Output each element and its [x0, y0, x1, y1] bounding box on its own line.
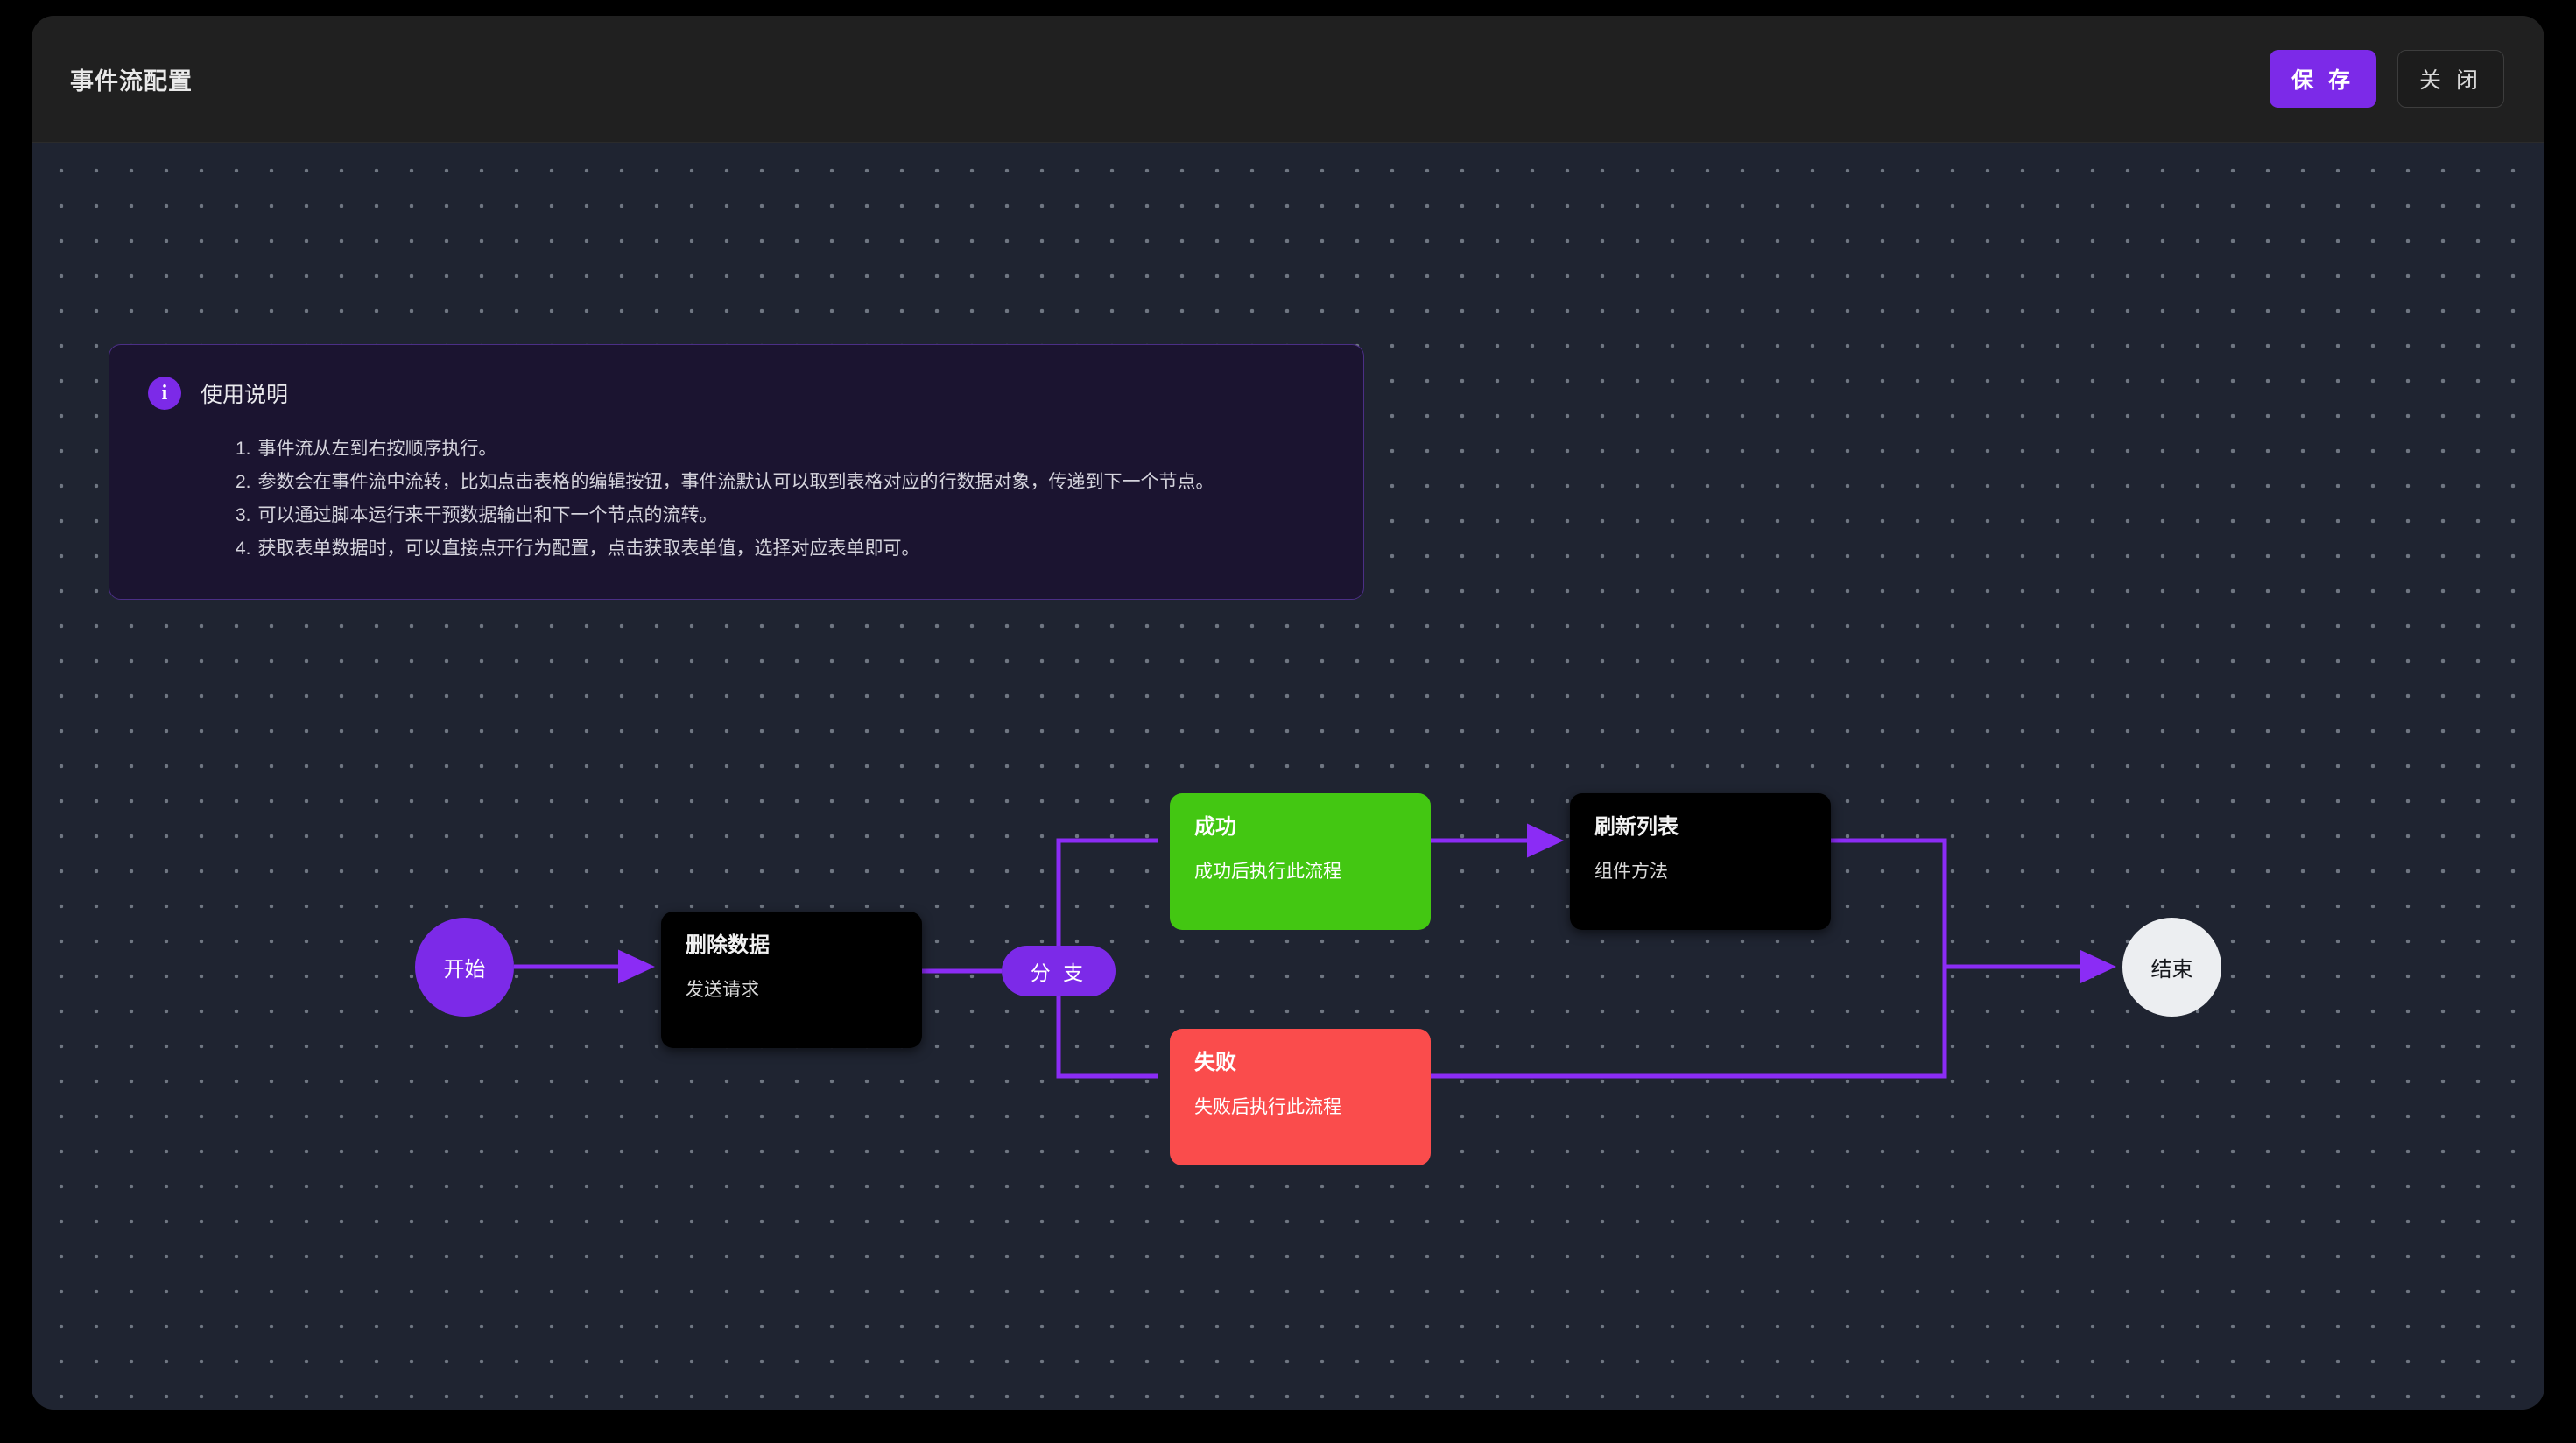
header-actions: 保 存 关 闭: [2270, 50, 2504, 108]
flow-edges: [514, 823, 2117, 1079]
event-flow-config-window: 事件流配置 保 存 关 闭 i 使用说明 1. 事件流从左到右按顺序执行。 2. 参…: [32, 16, 2544, 1410]
list-item-number: 4.: [236, 538, 251, 559]
list-item-text: 参数会在事件流中流转，比如点击表格的编辑按钮，事件流默认可以取到表格对应的行数据…: [257, 472, 1214, 492]
flow-canvas[interactable]: i 使用说明 1. 事件流从左到右按顺序执行。 2. 参数会在事件流中流转，比如点击…: [32, 143, 2544, 1410]
usage-instructions-title: 使用说明: [201, 383, 289, 407]
list-item-text: 获取表单数据时，可以直接点开行为配置，点击获取表单值，选择对应表单即可。: [257, 538, 920, 559]
flow-node-title: 刷新列表: [1594, 815, 1679, 839]
flow-node-subtitle: 成功后执行此流程: [1194, 862, 1341, 883]
flow-node-end-label: 结束: [2150, 958, 2193, 982]
list-item-number: 3.: [236, 505, 251, 525]
list-item: 3. 可以通过脚本运行来干预数据输出和下一个节点的流转。: [236, 499, 1328, 532]
flow-node-title: 失败: [1194, 1051, 1236, 1074]
flow-node-success[interactable]: 成功 成功后执行此流程: [1170, 793, 1431, 930]
edge-branch-to-failure: [1056, 996, 1158, 1079]
save-button[interactable]: 保 存: [2270, 50, 2377, 108]
list-item: 1. 事件流从左到右按顺序执行。: [236, 433, 1328, 466]
window-header: 事件流配置 保 存 关 闭: [32, 16, 2544, 143]
flow-node-subtitle: 发送请求: [686, 980, 759, 1001]
flow-node-branch-label: 分 支: [1030, 961, 1087, 984]
info-circle-icon: i: [148, 377, 181, 410]
list-item: 4. 获取表单数据时，可以直接点开行为配置，点击获取表单值，选择对应表单即可。: [236, 532, 1328, 566]
usage-instructions-panel: i 使用说明 1. 事件流从左到右按顺序执行。 2. 参数会在事件流中流转，比如点击…: [109, 344, 1364, 600]
edge-failure-to-merge: [1431, 967, 1947, 1079]
flow-node-branch[interactable]: 分 支: [1002, 946, 1116, 996]
flow-node-delete-data[interactable]: 删除数据 发送请求: [661, 912, 922, 1048]
edge-branch-to-success: [1056, 838, 1158, 946]
flow-node-start[interactable]: 开始: [415, 918, 514, 1017]
flow-node-refresh-list[interactable]: 刷新列表 组件方法: [1570, 793, 1831, 930]
close-button[interactable]: 关 闭: [2397, 50, 2504, 108]
list-item-number: 1.: [236, 439, 251, 459]
page-title: 事件流配置: [70, 67, 193, 95]
edge-refresh-to-merge: [1831, 838, 1947, 967]
flow-node-subtitle: 组件方法: [1594, 862, 1668, 883]
usage-instructions-header: i 使用说明: [139, 377, 1328, 410]
flow-node-title: 成功: [1194, 815, 1236, 839]
usage-instructions-list: 1. 事件流从左到右按顺序执行。 2. 参数会在事件流中流转，比如点击表格的编辑按钮…: [139, 433, 1328, 566]
list-item-text: 事件流从左到右按顺序执行。: [257, 439, 497, 459]
flow-node-title: 删除数据: [686, 933, 770, 957]
flow-node-failure[interactable]: 失败 失败后执行此流程: [1170, 1029, 1431, 1165]
flow-node-subtitle: 失败后执行此流程: [1194, 1097, 1341, 1118]
flow-node-start-label: 开始: [443, 958, 486, 982]
flow-node-end[interactable]: 结束: [2122, 918, 2221, 1017]
list-item: 2. 参数会在事件流中流转，比如点击表格的编辑按钮，事件流默认可以取到表格对应的行…: [236, 466, 1328, 499]
list-item-text: 可以通过脚本运行来干预数据输出和下一个节点的流转。: [257, 505, 718, 525]
list-item-number: 2.: [236, 472, 251, 492]
